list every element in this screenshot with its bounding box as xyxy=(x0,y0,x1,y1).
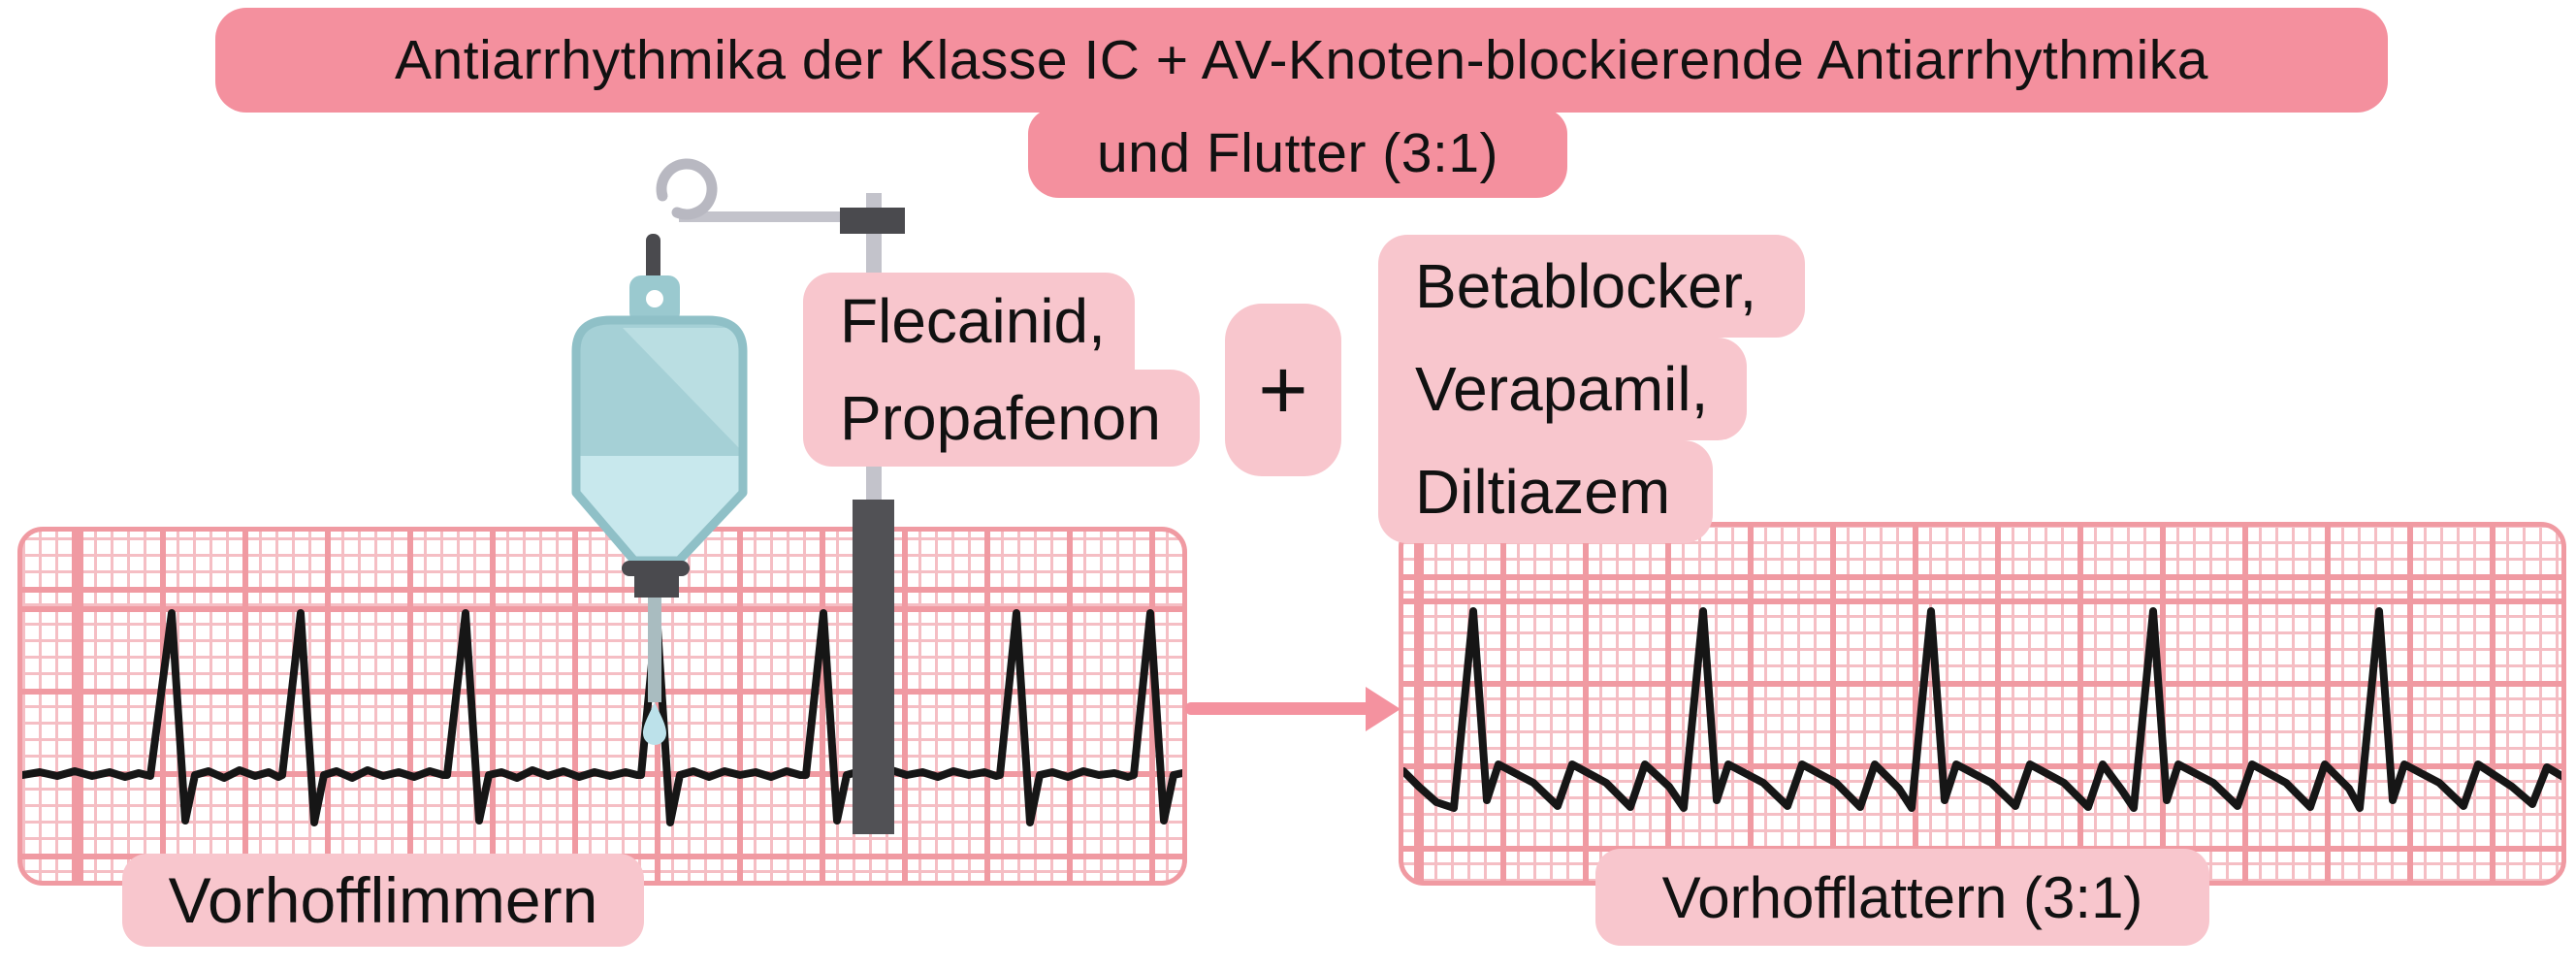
iv-bag-tab xyxy=(629,275,680,324)
iv-drug-line2: Propafenon xyxy=(803,370,1200,467)
iv-drug-line1-text: Flecainid, xyxy=(840,286,1106,356)
plus-sign: + xyxy=(1258,341,1308,437)
node-blocker-line2: Verapamil, xyxy=(1378,338,1747,440)
arrow-right-icon xyxy=(1185,687,1401,731)
caption-vorhofflimmern-text: Vorhofflimmern xyxy=(168,864,598,936)
iv-pole-crossbar xyxy=(679,211,869,222)
plus-badge: + xyxy=(1225,304,1341,476)
iv-drug-label: Flecainid, Propafenon xyxy=(803,273,1200,467)
node-blocker-line2-text: Verapamil, xyxy=(1415,354,1709,424)
title-line1-text: Antiarrhythmika der Klasse IC + AV-Knote… xyxy=(395,29,2208,91)
node-blocker-line3-text: Diltiazem xyxy=(1415,457,1671,527)
iv-bag-tab-hole xyxy=(646,290,663,307)
node-blocker-line1-text: Betablocker, xyxy=(1415,251,1757,321)
iv-bag-body xyxy=(576,320,743,561)
ecg-plot-left xyxy=(22,609,1182,826)
caption-vorhofflattern: Vorhofflattern (3:1) xyxy=(1595,849,2209,946)
ecg-plot-right xyxy=(1403,607,2561,812)
node-blocker-line1: Betablocker, xyxy=(1378,235,1805,338)
title-line2-text: und Flutter (3:1) xyxy=(1096,122,1498,184)
iv-bag-highlight xyxy=(623,328,739,448)
title-line2-box: und Flutter (3:1) xyxy=(1028,109,1567,198)
title-line1-box: Antiarrhythmika der Klasse IC + AV-Knote… xyxy=(215,8,2388,113)
iv-drug-line1: Flecainid, xyxy=(803,273,1135,370)
caption-vorhofflimmern: Vorhofflimmern xyxy=(122,854,644,947)
caption-vorhofflattern-text: Vorhofflattern (3:1) xyxy=(1661,864,2143,930)
ecg-trace-atrial-flutter xyxy=(1403,607,2561,812)
ecg-trace-atrial-fibrillation xyxy=(22,609,1182,826)
node-blocker-line3: Diltiazem xyxy=(1378,440,1713,543)
ecg-strip-vorhofflattern xyxy=(1399,522,2566,886)
hook-icon xyxy=(646,158,718,298)
ecg-strip-vorhofflimmern xyxy=(17,527,1187,886)
iv-pole-clamp xyxy=(840,208,905,234)
iv-drug-line2-text: Propafenon xyxy=(840,383,1161,453)
node-blocker-label: Betablocker, Verapamil, Diltiazem xyxy=(1378,235,1805,543)
